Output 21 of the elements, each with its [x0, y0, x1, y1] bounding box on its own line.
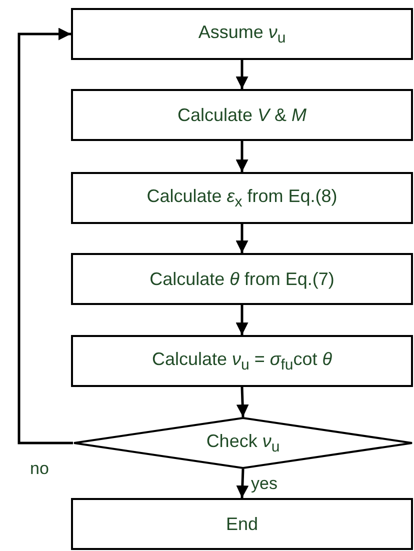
process-box — [71, 172, 413, 224]
node-text: Calculate θ from Eq.(7) — [150, 270, 334, 288]
arrow — [236, 305, 248, 335]
arrow — [18, 28, 73, 444]
node-text: End — [226, 515, 258, 533]
node-text: Calculate ε$_{x}$ from Eq.(8) — [146, 186, 338, 210]
process-box — [71, 335, 413, 387]
arrow — [236, 386, 249, 418]
process-box — [71, 498, 413, 550]
arrow — [236, 60, 248, 89]
process-box — [71, 253, 413, 305]
node-text: Calculate V & M — [177, 106, 307, 124]
arrow — [236, 224, 248, 253]
node-text: Calculate ν$_{u}$ = σ$_{fu}$cot θ — [152, 350, 332, 372]
arrow — [236, 468, 249, 498]
process-box — [71, 89, 413, 141]
node-text: Check ν$_{u}$ — [206, 432, 280, 454]
node-text: Assume ν$_{u}$ — [198, 22, 286, 46]
arrow — [236, 141, 248, 172]
decision-diamond — [73, 417, 413, 469]
process-box — [71, 8, 413, 60]
